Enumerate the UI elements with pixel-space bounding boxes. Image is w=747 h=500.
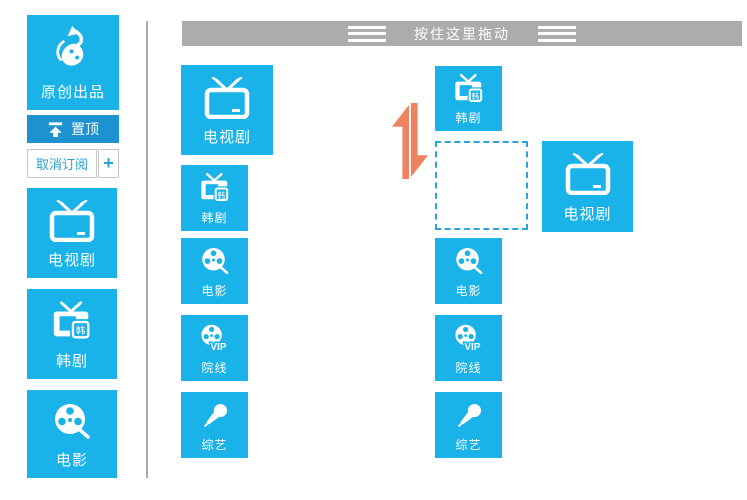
tv-korean-icon: 韩 [27,289,117,354]
tv-korean-icon: 韩 [435,66,502,112]
pin-button-label: 置顶 [71,121,99,137]
swap-order-arrow-icon [391,100,429,182]
sidebar-item-label: 韩剧 [55,353,88,370]
film-reel-vip-icon: VIP [181,315,248,362]
pin-top-arrow-icon [48,121,63,137]
tile-label: 电影 [201,284,228,298]
svg-text:VIP: VIP [464,341,480,352]
film-ribbon-icon [27,15,119,85]
tile-label: 韩剧 [455,111,482,125]
drag-handle-label: 按住这里拖动 [414,25,510,42]
add-subscription-button[interactable]: + [98,149,119,178]
tv-icon [542,141,633,207]
tile-label: 综艺 [455,438,482,452]
tv-icon [181,65,273,130]
film-reel-vip-icon: VIP [435,315,502,362]
target-tile-cinema-vip[interactable]: VIP 院线 [435,315,502,381]
featured-tile-label: 原创出品 [40,84,105,101]
drop-placeholder [435,141,528,230]
tile-label: 电视剧 [563,206,612,223]
sidebar-item-tv-drama[interactable]: 电视剧 [27,188,117,278]
sidebar-item-label: 电影 [55,452,88,469]
tv-korean-icon: 韩 [181,165,248,212]
plus-icon: + [103,153,114,173]
svg-text:韩: 韩 [217,190,225,200]
sidebar-item-movie[interactable]: 电影 [27,390,117,478]
target-tile-variety[interactable]: 综艺 [435,392,502,458]
sidebar-main-divider [146,21,148,478]
tile-label: 韩剧 [201,211,228,225]
svg-text:韩: 韩 [76,324,86,336]
tile-label: 院线 [455,361,482,375]
svg-text:VIP: VIP [210,341,226,352]
sidebar-item-korean-drama[interactable]: 韩 韩剧 [27,289,117,379]
source-tile-variety[interactable]: 综艺 [181,392,248,458]
sidebar-featured-tile[interactable]: 原创出品 [27,15,119,110]
tv-icon [27,188,117,253]
tile-label: 电影 [455,284,482,298]
sidebar-item-label: 电视剧 [47,252,96,269]
tile-label: 院线 [201,361,228,375]
pin-to-top-button[interactable]: 置顶 [27,115,119,143]
source-tile-cinema-vip[interactable]: VIP 院线 [181,315,248,381]
target-tile-movie[interactable]: 电影 [435,238,502,304]
drag-grip-left-icon [348,25,386,42]
microphone-icon [435,392,502,439]
drag-grip-right-icon [538,25,576,42]
film-reel-icon [181,238,248,285]
tile-label: 电视剧 [202,129,251,146]
source-tile-korean-drama[interactable]: 韩 韩剧 [181,165,248,231]
svg-text:韩: 韩 [471,90,479,100]
unsubscribe-label: 取消订阅 [35,157,88,172]
film-reel-icon [27,390,117,453]
target-tile-korean-drama[interactable]: 韩 韩剧 [435,66,502,131]
unsubscribe-button[interactable]: 取消订阅 [27,149,97,178]
drag-handle-bar[interactable]: 按住这里拖动 [182,21,742,46]
source-tile-movie[interactable]: 电影 [181,238,248,304]
tile-label: 综艺 [201,438,228,452]
microphone-icon [181,392,248,439]
film-reel-icon [435,238,502,285]
target-tile-tv-drama-dragged[interactable]: 电视剧 [542,141,633,232]
source-tile-tv-drama[interactable]: 电视剧 [181,65,273,155]
